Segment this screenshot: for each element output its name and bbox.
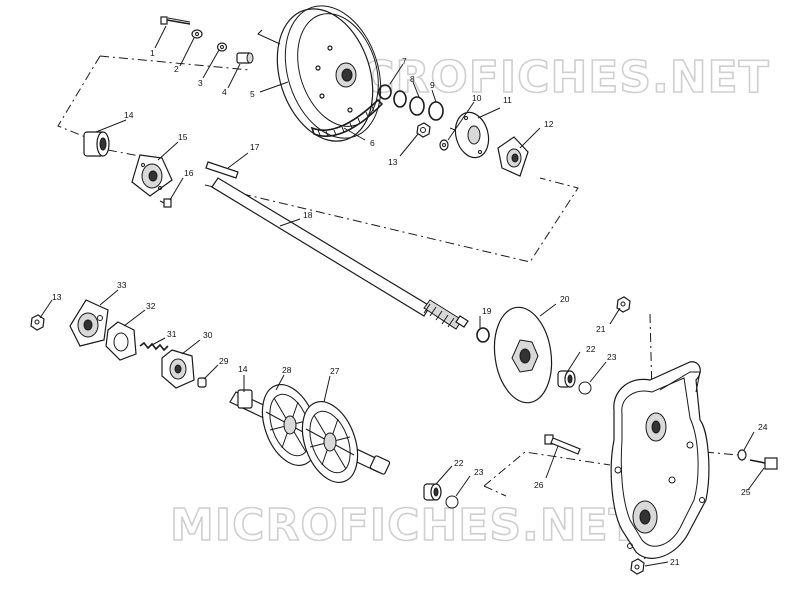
- callout-14-bottom: 14: [238, 364, 248, 374]
- part-disc-20: [493, 306, 553, 404]
- callout-25: 25: [741, 487, 751, 497]
- part-washer-2: [191, 29, 203, 39]
- callout-16: 16: [184, 168, 194, 178]
- callout-19: 19: [482, 306, 492, 316]
- callout-30: 30: [203, 330, 213, 340]
- part-flange-15: [131, 154, 173, 197]
- callout-23-bottom: 23: [474, 467, 484, 477]
- callout-29: 29: [219, 356, 229, 366]
- leader-lines: [39, 25, 765, 567]
- part-shaft-18: [211, 177, 469, 330]
- part-washer-3: [216, 42, 228, 52]
- part-bushing-22-bottom: [423, 483, 442, 501]
- part-sprocket-27: [301, 401, 359, 483]
- callout-21-top: 21: [596, 324, 606, 334]
- callout-28: 28: [282, 365, 292, 375]
- part-bushing-4: [236, 52, 254, 64]
- callout-27: 27: [330, 366, 340, 376]
- part-washer-10: [439, 139, 449, 151]
- part-flange-30: [161, 349, 195, 389]
- part-gasket-32: [105, 321, 137, 361]
- part-nut-29: [197, 377, 207, 388]
- callout-5: 5: [250, 89, 255, 99]
- callout-3: 3: [198, 78, 203, 88]
- part-nut-21-bottom: [630, 558, 645, 575]
- callout-23-top: 23: [607, 352, 617, 362]
- part-ring-23-top: [578, 381, 592, 395]
- callout-7: 7: [402, 56, 407, 66]
- callout-31: 31: [167, 329, 177, 339]
- callout-22-bottom: 22: [454, 458, 464, 468]
- part-flange-33: [69, 299, 109, 347]
- part-washer-24: [737, 449, 747, 461]
- callout-9: 9: [430, 80, 435, 90]
- callout-labels: 1 2 3 4 5 6 7 8 9 10 11 12 13 14 15 16 1…: [52, 48, 768, 567]
- part-bolt-1: [160, 16, 191, 25]
- part-bearing-14-top: [83, 131, 110, 157]
- part-chaincase-housing: [610, 361, 710, 559]
- part-bushing-22-top: [557, 370, 576, 388]
- callout-13-bottom: 13: [52, 292, 62, 302]
- callout-1: 1: [150, 48, 155, 58]
- part-chain-6: [310, 98, 384, 137]
- callout-33: 33: [117, 280, 127, 290]
- part-flange-12: [497, 136, 529, 177]
- callout-17: 17: [250, 142, 260, 152]
- callout-2: 2: [174, 64, 179, 74]
- callout-18: 18: [303, 210, 313, 220]
- part-nut-13-bottom: [30, 314, 45, 331]
- part-bolt-16: [159, 198, 172, 208]
- callout-10: 10: [472, 93, 482, 103]
- callout-6: 6: [370, 138, 375, 148]
- part-bolt-26: [544, 434, 581, 455]
- callout-32: 32: [146, 301, 156, 311]
- callout-4: 4: [222, 87, 227, 97]
- callout-12: 12: [544, 119, 554, 129]
- part-ring-19: [476, 327, 490, 343]
- part-sprocket-5: [276, 5, 382, 142]
- callout-13-top: 13: [388, 157, 398, 167]
- watermark-bottom: MICROFICHES.NET: [170, 500, 640, 551]
- part-spring-31: [139, 341, 169, 352]
- callout-26: 26: [534, 480, 544, 490]
- callout-20: 20: [560, 294, 570, 304]
- part-ring-23-bottom: [445, 495, 459, 509]
- part-bolt-25: [749, 457, 778, 470]
- callout-21-bottom: 21: [670, 557, 680, 567]
- part-key-17: [205, 161, 239, 179]
- callout-24: 24: [758, 422, 768, 432]
- callout-11: 11: [503, 95, 512, 105]
- part-sprocket-28: [261, 384, 319, 466]
- part-nut-13-top: [416, 122, 431, 138]
- part-plate-11: [454, 111, 490, 159]
- callout-22-top: 22: [586, 344, 596, 354]
- callout-15: 15: [178, 132, 188, 142]
- callout-8: 8: [410, 74, 415, 84]
- callout-14-top: 14: [124, 110, 134, 120]
